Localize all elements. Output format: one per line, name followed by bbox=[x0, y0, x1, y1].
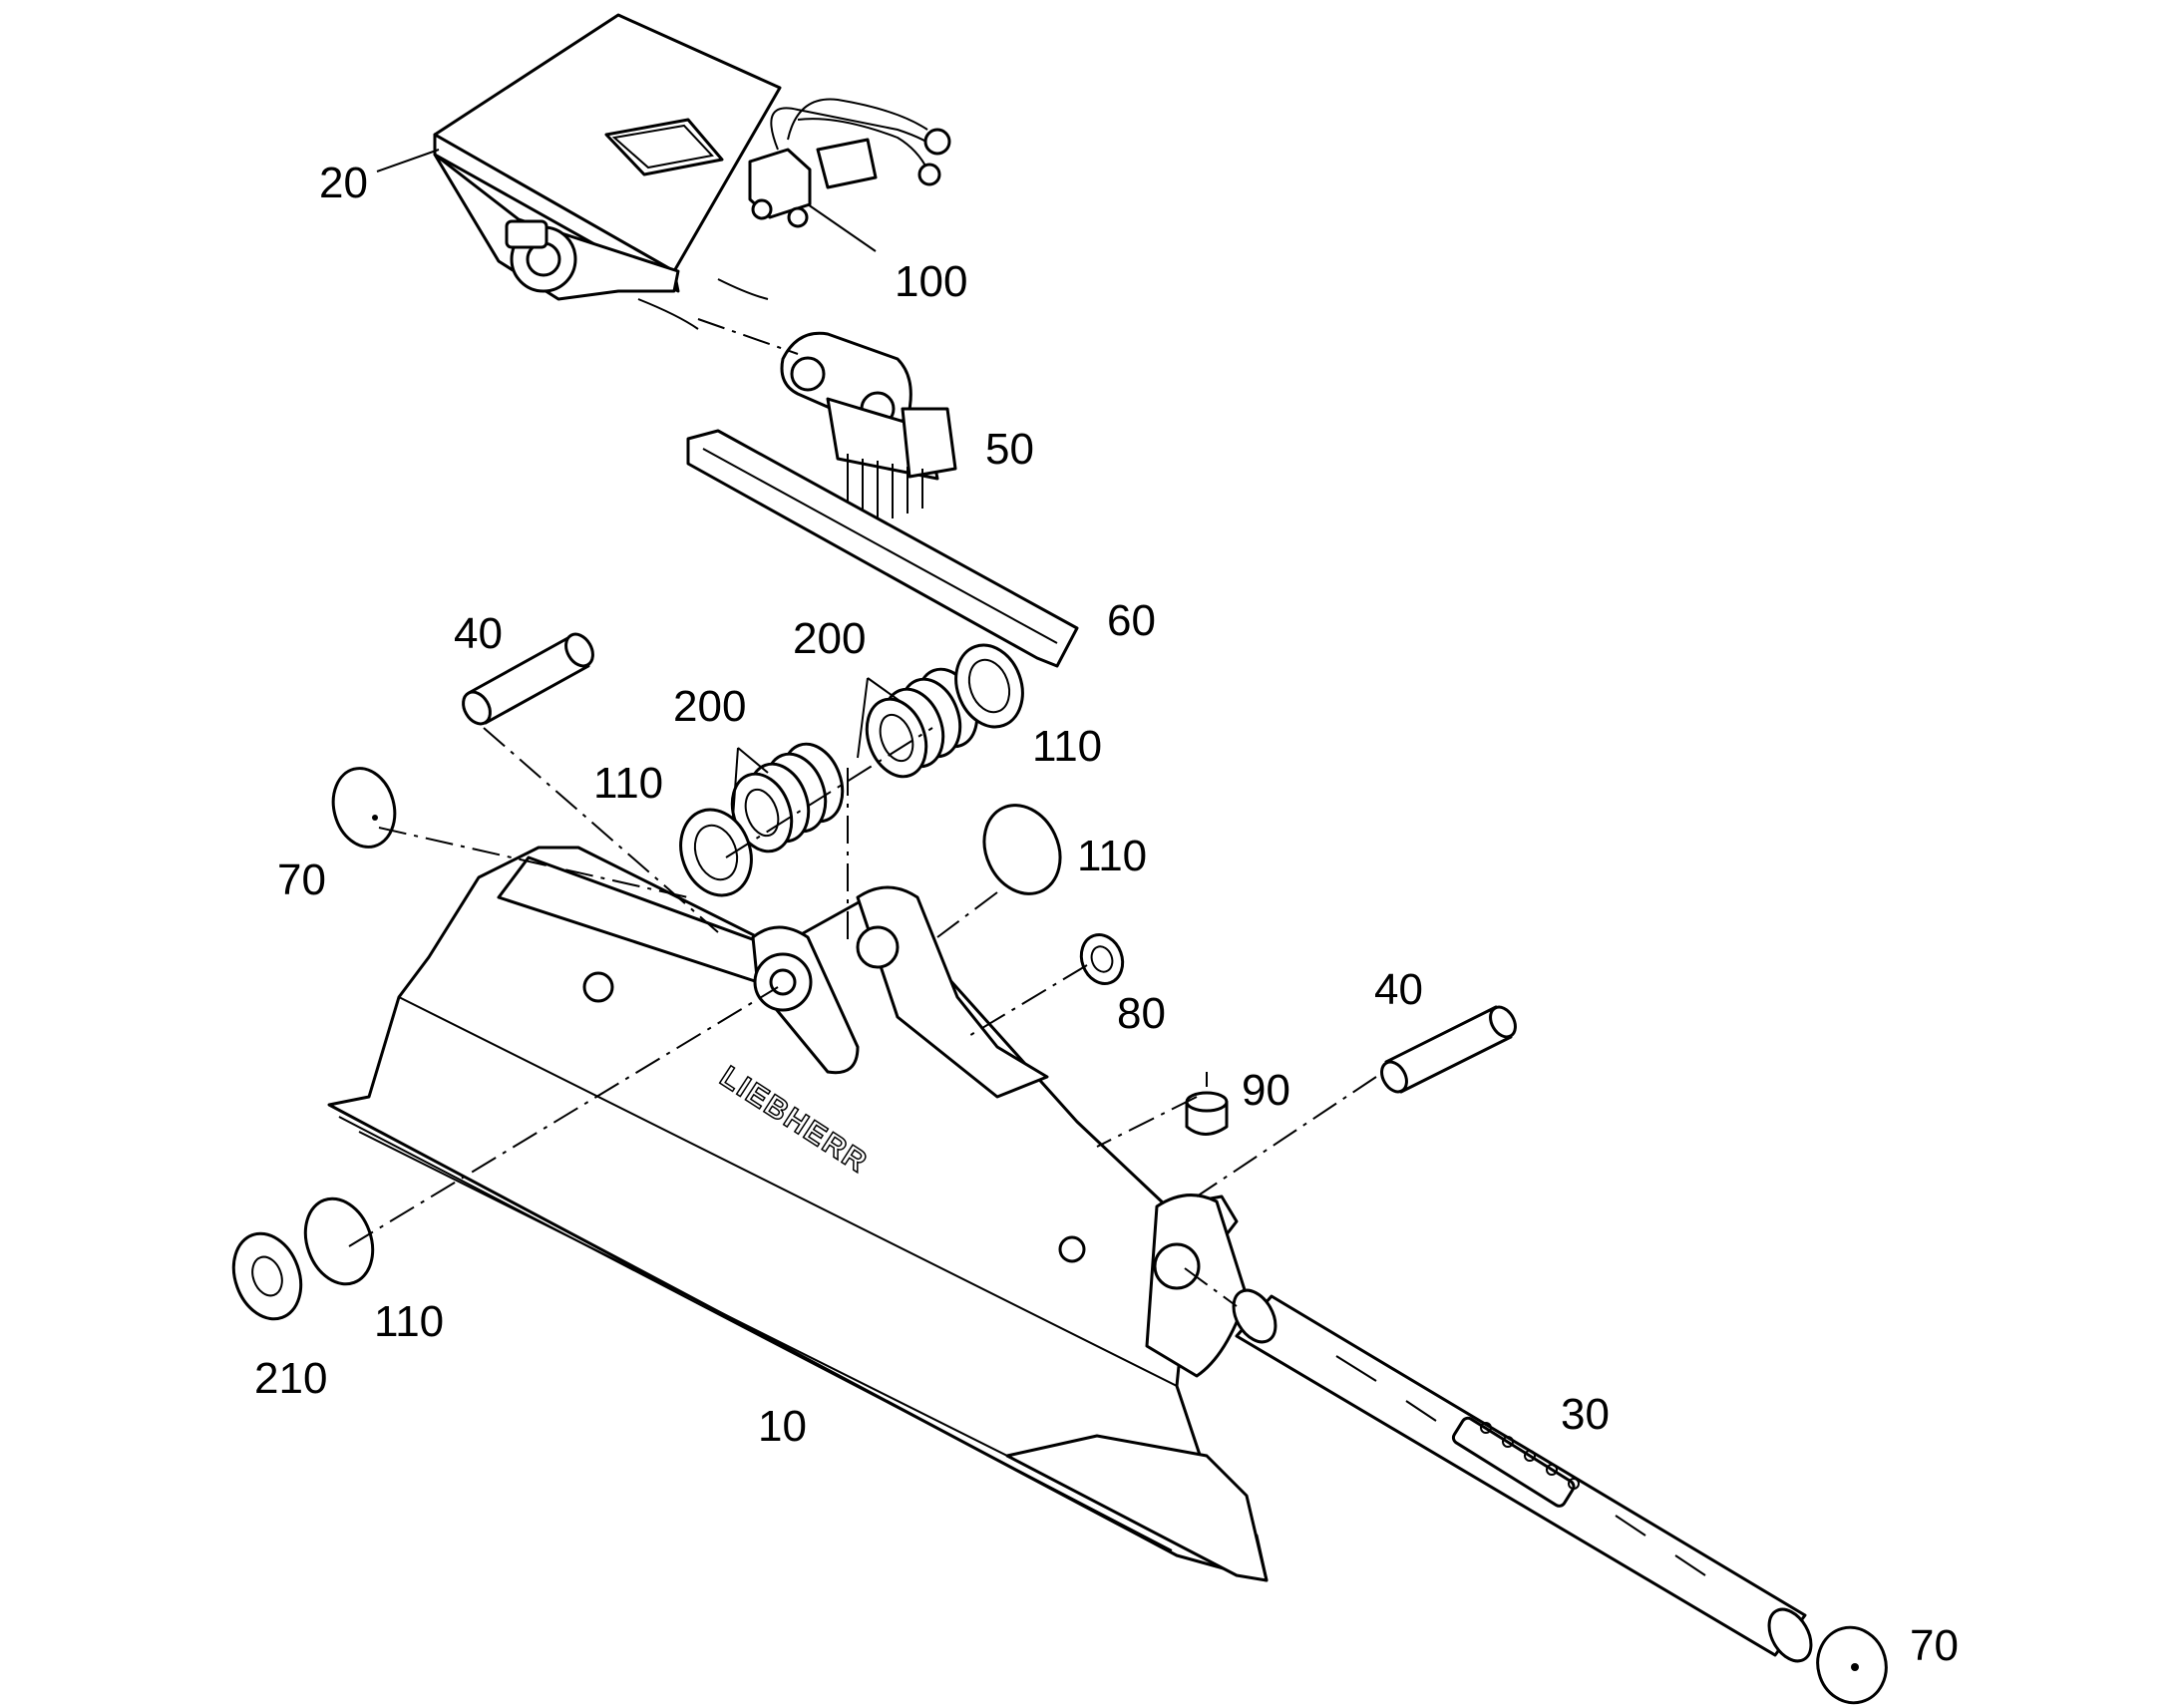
callout-200-right: 200 bbox=[793, 614, 866, 663]
part-210-washer bbox=[231, 1231, 303, 1321]
callout-70-left: 70 bbox=[277, 855, 326, 904]
part-70-cap-right bbox=[1816, 1625, 1888, 1705]
part-30-long-pin bbox=[1232, 1288, 1813, 1663]
callout-200-left: 200 bbox=[673, 682, 746, 731]
callout-70-right: 70 bbox=[1910, 1621, 1959, 1670]
callout-40-lower: 40 bbox=[1374, 965, 1423, 1014]
callout-100: 100 bbox=[895, 257, 967, 306]
leader-lines bbox=[376, 149, 904, 819]
callout-50: 50 bbox=[985, 425, 1034, 474]
part-200-shim-stack-right bbox=[865, 667, 979, 779]
part-110-seal-ring-a bbox=[679, 808, 753, 897]
callout-80: 80 bbox=[1117, 989, 1166, 1038]
assembly-lines bbox=[348, 318, 1377, 1307]
callout-10: 10 bbox=[758, 1402, 807, 1451]
callout-210: 210 bbox=[254, 1354, 327, 1403]
part-70-cap-left bbox=[331, 767, 397, 849]
part-110-seal-ring-b bbox=[954, 643, 1024, 729]
callout-110-a: 110 bbox=[593, 759, 663, 808]
callout-110-d: 110 bbox=[374, 1297, 444, 1346]
part-200-shim-stack-left bbox=[730, 742, 845, 854]
callout-110-b: 110 bbox=[1032, 722, 1102, 771]
part-20-adapter-plate bbox=[433, 13, 782, 330]
part-10-bucket: LIEBHERR bbox=[327, 846, 1269, 1582]
callout-40-upper: 40 bbox=[454, 609, 503, 658]
part-40-pin-upper bbox=[462, 632, 594, 726]
callouts: 20 100 50 60 40 200 200 110 110 110 70 8… bbox=[254, 159, 1959, 1670]
part-110-o-ring-d bbox=[303, 1196, 375, 1286]
part-80-bushing bbox=[1079, 933, 1125, 985]
part-100-hydraulic-block bbox=[748, 98, 951, 228]
part-50-link-block bbox=[780, 331, 957, 518]
part-110-o-ring-c bbox=[982, 804, 1062, 895]
callout-110-c: 110 bbox=[1077, 832, 1147, 880]
part-60-cutting-bar bbox=[686, 429, 1079, 668]
callout-90: 90 bbox=[1242, 1066, 1290, 1115]
part-40-pin-lower bbox=[1380, 1005, 1517, 1094]
callout-20: 20 bbox=[319, 159, 368, 207]
callout-30: 30 bbox=[1561, 1390, 1610, 1439]
callout-60: 60 bbox=[1107, 596, 1156, 645]
